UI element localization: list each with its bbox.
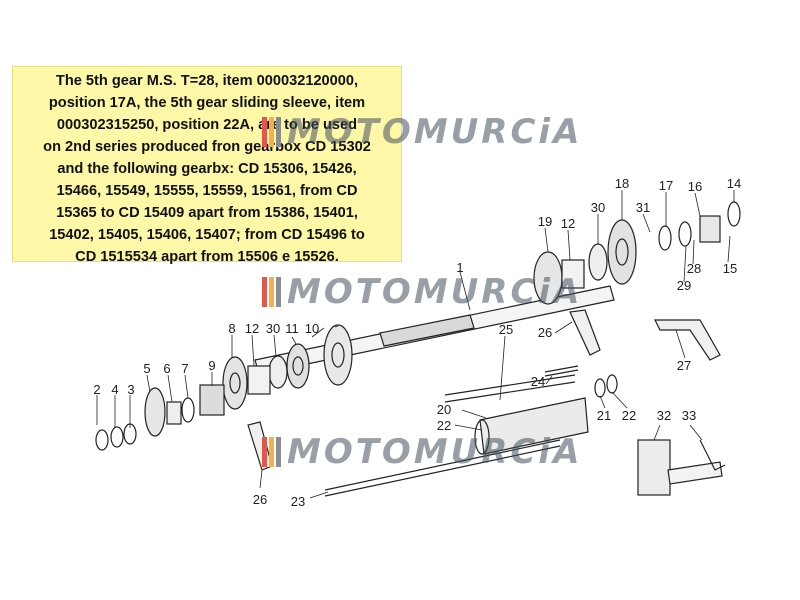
callout-32: 32 bbox=[657, 408, 671, 423]
callout-14: 14 bbox=[727, 176, 741, 191]
nut-14 bbox=[727, 201, 741, 227]
washers-2-3-4 bbox=[95, 423, 137, 451]
callout-12-upper: 12 bbox=[561, 216, 575, 231]
bushing-12 bbox=[247, 365, 271, 395]
shift-mechanism-32 bbox=[637, 439, 723, 496]
callout-9: 9 bbox=[208, 358, 215, 373]
watermark-bar-orange bbox=[269, 277, 274, 307]
callout-30-lower: 30 bbox=[266, 321, 280, 336]
gear-17 bbox=[658, 221, 692, 251]
callout-30-upper: 30 bbox=[591, 200, 605, 215]
callout-15: 15 bbox=[723, 261, 737, 276]
watermark-bar-orange bbox=[269, 437, 274, 467]
watermark-logo-bars bbox=[262, 437, 281, 467]
fork-rod-25 bbox=[444, 374, 576, 403]
watermark-text: MOTOMURCiA bbox=[287, 272, 583, 312]
note-line-2: position 17A, the 5th gear sliding sleev… bbox=[48, 95, 366, 111]
callout-5: 5 bbox=[143, 361, 150, 376]
callout-33: 33 bbox=[682, 408, 696, 423]
fork-27 bbox=[654, 319, 721, 361]
callout-26-upper: 26 bbox=[538, 325, 552, 340]
callout-10: 10 bbox=[305, 321, 319, 336]
watermark-middle: MOTOMURCiA bbox=[262, 272, 582, 312]
bushing-12-upper bbox=[561, 259, 585, 289]
watermark-top: MOTOMURCiA bbox=[262, 112, 582, 152]
callout-3: 3 bbox=[127, 382, 134, 397]
bearing-6-7 bbox=[166, 397, 195, 425]
callout-11: 11 bbox=[285, 321, 299, 336]
watermark-bottom: MOTOMURCiA bbox=[262, 432, 582, 472]
gear-10 bbox=[323, 324, 353, 386]
callout-1: 1 bbox=[456, 260, 463, 275]
callout-23: 23 bbox=[291, 494, 305, 509]
watermark-bar-red bbox=[262, 117, 267, 147]
note-line-1: The 5th gear M.S. T=28, item 00003212000… bbox=[55, 73, 359, 89]
callout-12-lower: 12 bbox=[245, 321, 259, 336]
note-line-9: CD 1515534 apart from 15506 e 15526. bbox=[75, 249, 339, 265]
spring-33 bbox=[699, 439, 726, 471]
watermark-bar-grey bbox=[276, 437, 281, 467]
callout-28: 28 bbox=[687, 261, 701, 276]
callout-4: 4 bbox=[111, 382, 118, 397]
callout-20: 20 bbox=[437, 402, 451, 417]
callout-27: 27 bbox=[677, 358, 691, 373]
gear-8 bbox=[222, 356, 248, 410]
watermark-bar-red bbox=[262, 437, 267, 467]
callout-22-left: 22 bbox=[437, 418, 451, 433]
watermark-bar-grey bbox=[276, 277, 281, 307]
watermark-logo-bars bbox=[262, 277, 281, 307]
note-line-3: 000302315250, position 22A, are to be us… bbox=[56, 117, 358, 133]
watermark-bar-red bbox=[262, 277, 267, 307]
watermark-bar-grey bbox=[276, 117, 281, 147]
fork-26-upper bbox=[569, 309, 601, 356]
gear-18 bbox=[607, 219, 637, 285]
gear-5 bbox=[144, 387, 166, 437]
rod-24 bbox=[544, 365, 579, 377]
sleeve-9 bbox=[199, 384, 225, 416]
note-line-5: and the following gearbx: CD 15306, 1542… bbox=[57, 161, 357, 177]
sleeve-16 bbox=[699, 215, 721, 243]
compatibility-note: The 5th gear M.S. T=28, item 00003212000… bbox=[12, 66, 402, 265]
callout-21: 21 bbox=[597, 408, 611, 423]
gear-11 bbox=[286, 343, 310, 389]
callout-26-lower: 26 bbox=[253, 492, 267, 507]
watermark-text: MOTOMURCiA bbox=[287, 112, 583, 152]
note-line-7: 15365 to CD 15409 apart from 15386, 1540… bbox=[56, 205, 358, 221]
callout-31: 31 bbox=[636, 200, 650, 215]
note-line-6: 15466, 15549, 15555, 15559, 15561, from … bbox=[56, 183, 358, 199]
shaft-23 bbox=[324, 439, 561, 497]
note-line-4: on 2nd series produced fron gearbox CD 1… bbox=[43, 139, 371, 155]
gear-30-upper bbox=[588, 243, 608, 281]
callout-7: 7 bbox=[181, 361, 188, 376]
callout-18: 18 bbox=[615, 176, 629, 191]
callouts: 1 2 3 4 5 6 7 8 9 10 11 12 12 14 15 16 1… bbox=[93, 176, 741, 509]
watermark-logo-bars bbox=[262, 117, 281, 147]
callout-6: 6 bbox=[163, 361, 170, 376]
callout-8: 8 bbox=[228, 321, 235, 336]
callout-2: 2 bbox=[93, 382, 100, 397]
leader-lines bbox=[96, 190, 735, 499]
callout-19: 19 bbox=[538, 214, 552, 229]
callout-17: 17 bbox=[659, 178, 673, 193]
callout-25: 25 bbox=[499, 322, 513, 337]
callout-24: 24 bbox=[531, 374, 545, 389]
callout-16: 16 bbox=[688, 179, 702, 194]
watermark-text: MOTOMURCiA bbox=[287, 432, 583, 472]
note-line-8: 15402, 15405, 15406, 15407; from CD 1549… bbox=[49, 227, 365, 243]
watermark-bar-orange bbox=[269, 117, 274, 147]
gear-30-left bbox=[268, 355, 288, 389]
callout-29: 29 bbox=[677, 278, 691, 293]
callout-22-right: 22 bbox=[622, 408, 636, 423]
selector-drum-20 bbox=[474, 397, 589, 455]
